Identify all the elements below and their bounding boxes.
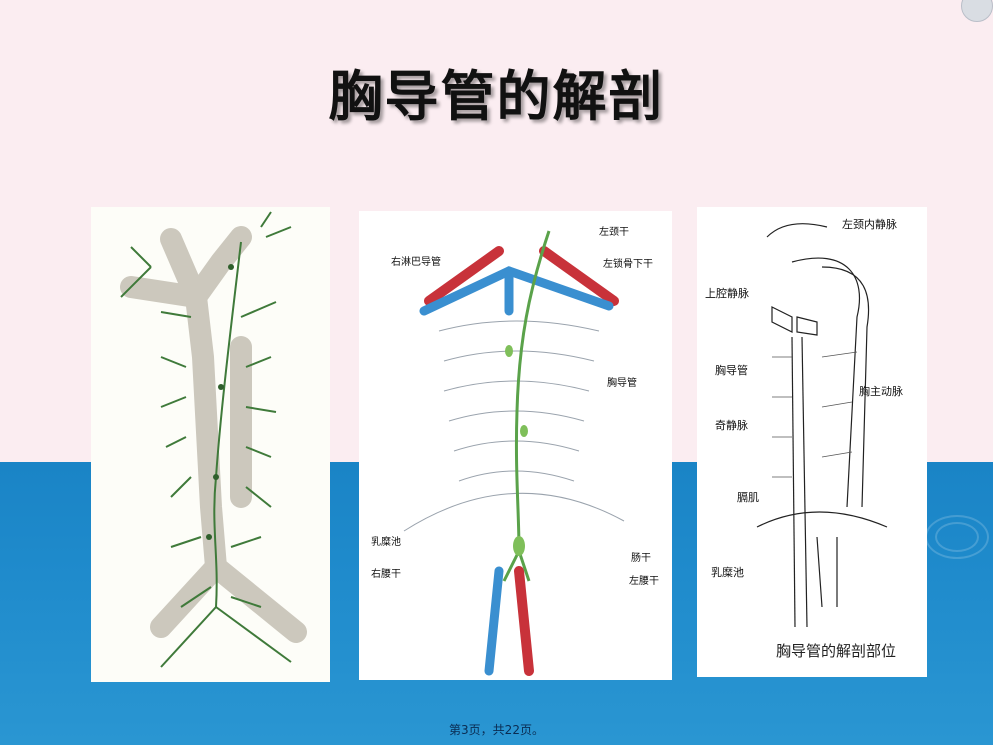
figure-thoracic-duct-sketch [91, 207, 330, 682]
line-drawing-illustration [756, 223, 888, 628]
label-left-lumbar-trunk: 左腰干 [629, 576, 659, 587]
label-left-subclavian-trunk: 左锁骨下干 [603, 259, 653, 270]
label-cisterna-chyli: 乳糜池 [371, 537, 401, 548]
label-azygos-vein: 奇静脉 [715, 419, 748, 432]
label-cisterna-chyli: 乳糜池 [711, 566, 744, 579]
sketch-illustration [120, 211, 307, 668]
slide-title: 胸导管的解剖 [328, 65, 665, 128]
label-left-internal-jugular-vein: 左颈内静脉 [842, 218, 897, 231]
label-diaphragm: 膈肌 [737, 491, 759, 504]
label-thoracic-aorta: 胸主动脉 [859, 385, 903, 398]
label-thoracic-duct: 胸导管 [715, 364, 748, 377]
figure-thoracic-duct-location: 左颈内静脉 上腔静脉 胸导管 胸主动脉 奇静脉 膈肌 乳糜池 [697, 207, 927, 677]
page-number-footer: 第3页，共22页。 [449, 723, 544, 737]
label-left-jugular-trunk: 左颈干 [599, 227, 629, 238]
label-superior-vena-cava: 上腔静脉 [705, 287, 749, 300]
label-right-lumbar-trunk: 右腰干 [371, 569, 401, 580]
label-intestinal-trunk: 肠干 [631, 553, 651, 564]
label-right-lymphatic-duct: 右淋巴导管 [391, 257, 441, 268]
figure-thoracic-duct-colored: 左颈干 右淋巴导管 左锁骨下干 胸导管 乳糜池 肠干 右腰干 左腰干 [359, 211, 672, 680]
decorative-ripple [935, 522, 979, 552]
anatomy-illustration [403, 230, 625, 676]
figure-caption: 胸导管的解剖部位 [776, 642, 897, 660]
label-thoracic-duct: 胸导管 [607, 378, 637, 389]
